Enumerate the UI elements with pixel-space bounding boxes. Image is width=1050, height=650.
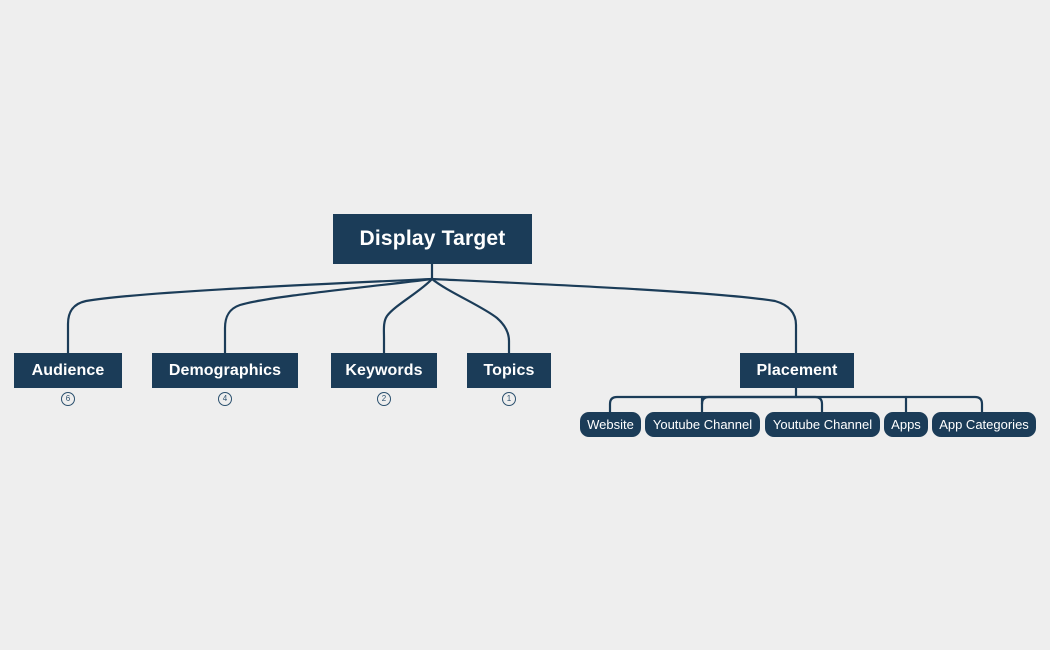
badge-keywords-value: 2 — [381, 394, 387, 403]
node-youtube-channel-1[interactable]: Youtube Channel — [645, 412, 760, 437]
node-app-categories[interactable]: App Categories — [932, 412, 1036, 437]
node-topics[interactable]: Topics — [467, 353, 551, 388]
edge-root-keywords — [382, 277, 434, 355]
badge-topics: 1 — [502, 392, 516, 406]
node-audience[interactable]: Audience — [14, 353, 122, 388]
node-app-categories-label: App Categories — [939, 417, 1029, 432]
edge-placement-bus — [608, 395, 984, 414]
node-demographics-label: Demographics — [168, 361, 282, 379]
edge-root-topics — [430, 277, 511, 355]
badge-demographics-value: 4 — [222, 394, 228, 403]
node-demographics[interactable]: Demographics — [152, 353, 298, 388]
node-apps-label: Apps — [891, 417, 921, 432]
badge-audience-value: 6 — [65, 394, 71, 403]
badge-audience: 6 — [61, 392, 75, 406]
node-website[interactable]: Website — [580, 412, 641, 437]
node-placement[interactable]: Placement — [740, 353, 854, 388]
node-keywords-label: Keywords — [345, 361, 423, 379]
badge-demographics: 4 — [218, 392, 232, 406]
badge-keywords: 2 — [377, 392, 391, 406]
node-youtube-channel-1-label: Youtube Channel — [652, 417, 753, 432]
edge-root-demographics — [223, 277, 434, 355]
edge-root-audience — [66, 277, 434, 355]
node-topics-label: Topics — [483, 361, 535, 379]
node-website-label: Website — [587, 417, 634, 432]
node-display-target[interactable]: Display Target — [333, 214, 532, 264]
node-placement-label: Placement — [756, 361, 838, 379]
edge-bus-child-3 — [700, 395, 824, 414]
node-youtube-channel-2[interactable]: Youtube Channel — [765, 412, 880, 437]
node-youtube-channel-2-label: Youtube Channel — [772, 417, 873, 432]
node-audience-label: Audience — [31, 361, 105, 379]
badge-topics-value: 1 — [506, 394, 512, 403]
node-apps[interactable]: Apps — [884, 412, 928, 437]
node-keywords[interactable]: Keywords — [331, 353, 437, 388]
edge-root-placement — [430, 277, 798, 355]
node-display-target-label: Display Target — [359, 227, 506, 250]
